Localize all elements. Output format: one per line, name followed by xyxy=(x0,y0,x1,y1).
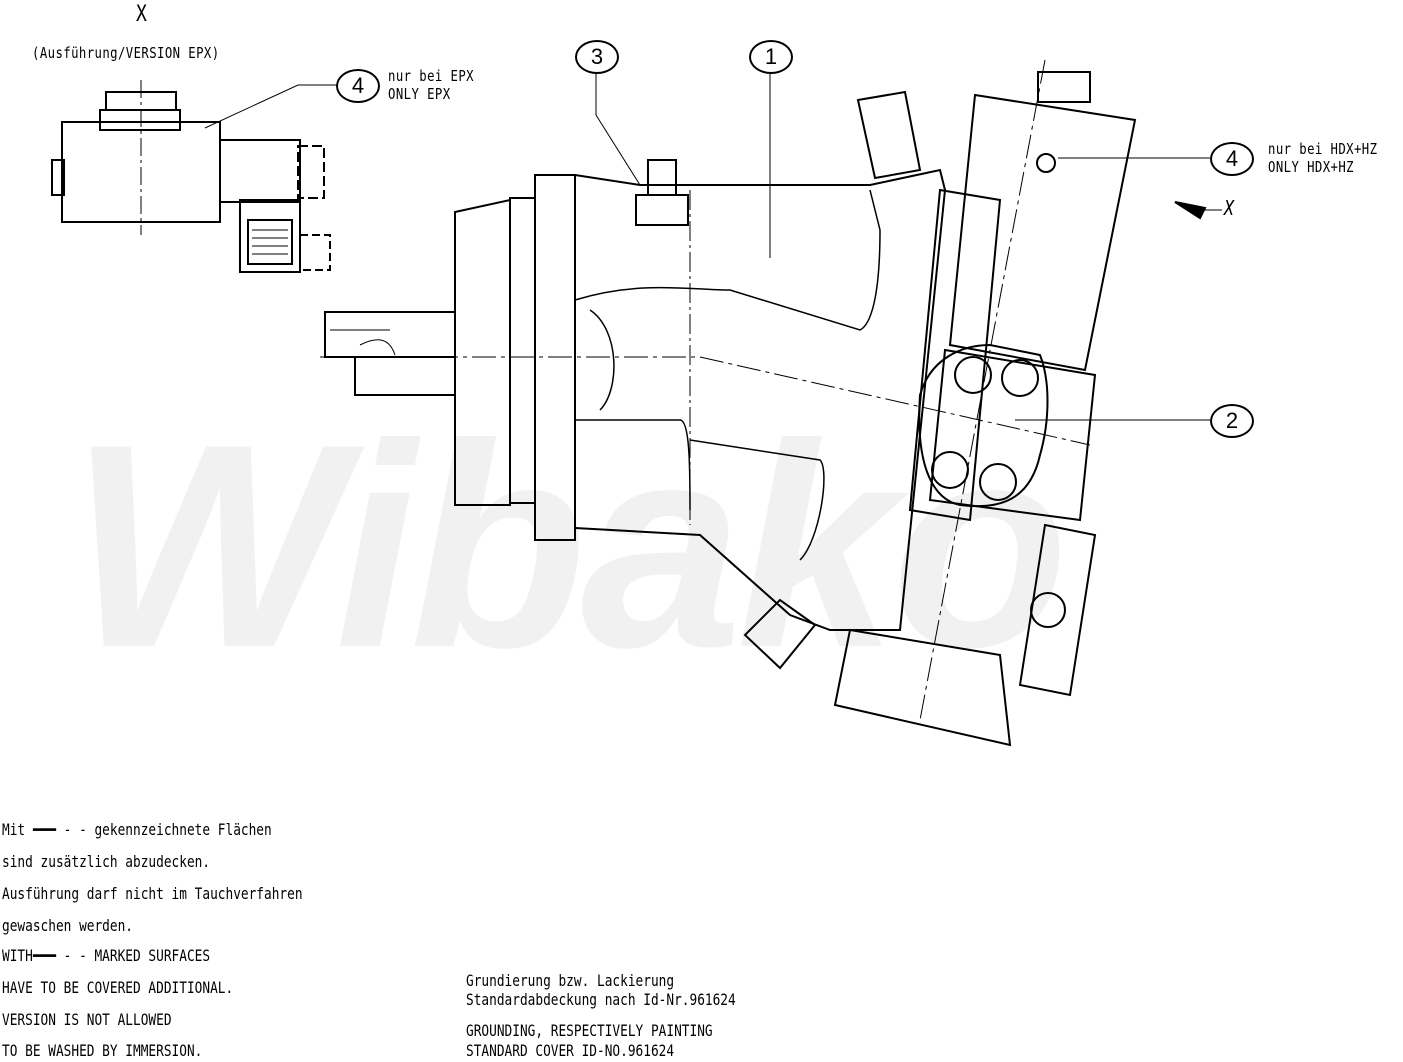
note-line: GROUNDING, RESPECTIVELY PAINTING xyxy=(466,1021,713,1040)
callout-1: 1 xyxy=(749,40,793,74)
note-line: VERSION IS NOT ALLOWED xyxy=(2,1010,172,1029)
note-line: Grundierung bzw. Lackierung xyxy=(466,971,675,990)
callout-note-en: ONLY HDX+HZ xyxy=(1268,158,1354,176)
callout-4-epx: 4 xyxy=(336,69,380,103)
detail-view-label: X xyxy=(136,2,148,27)
note-line: HAVE TO BE COVERED ADDITIONAL. xyxy=(2,978,234,997)
note-line: Ausführung darf nicht im Tauchverfahren xyxy=(2,884,303,903)
callout-2: 2 xyxy=(1210,404,1254,438)
note-line: STANDARD COVER ID-NO.961624 xyxy=(466,1041,675,1060)
note-line: gewaschen werden. xyxy=(2,916,134,935)
callout-4-hdx: 4 xyxy=(1210,142,1254,176)
view-arrow-label: X xyxy=(1224,196,1235,220)
callout-note-de: nur bei EPX xyxy=(388,67,474,85)
detail-view-caption: (Ausführung/VERSION EPX) xyxy=(32,44,220,62)
watermark: Wibako xyxy=(70,384,1069,708)
note-line: WITH━━━ - - MARKED SURFACES xyxy=(2,946,211,965)
control-block xyxy=(833,59,1210,747)
note-line: Standardabdeckung nach Id-Nr.961624 xyxy=(466,990,736,1009)
drive-shaft xyxy=(320,311,1091,446)
note-line: sind zusätzlich abzudecken. xyxy=(2,852,211,871)
callout-note-de: nur bei HDX+HZ xyxy=(1268,140,1378,158)
note-line: Mit ━━━ - - gekennzeichnete Flächen xyxy=(2,820,272,839)
callout-3: 3 xyxy=(575,40,619,74)
note-line: TO BE WASHED BY IMMERSION. xyxy=(2,1041,203,1060)
detail-solenoid xyxy=(51,80,337,273)
motor-housing xyxy=(454,90,947,670)
callout-note-en: ONLY EPX xyxy=(388,85,451,103)
